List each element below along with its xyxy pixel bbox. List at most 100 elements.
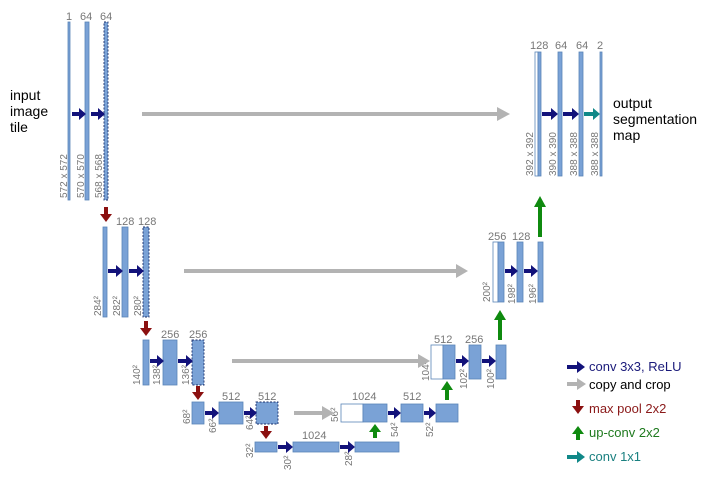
bottleneck: 1024 32² 30² 28² [245,430,400,470]
input-label-line-2: image [10,103,48,119]
conv-arrow-icon [278,441,293,453]
maxpool-arrow-icon [192,386,204,400]
size-label: 200² [482,281,493,302]
feature-map [102,226,108,318]
feature-map [400,403,424,423]
size-label: 282² [112,295,123,316]
level2-decoder: 256 128 200² 198² 196² [482,231,544,304]
feature-map [435,403,459,423]
channel-label: 1 [66,11,72,23]
level1-decoder: 128 64 64 2 392 x 392 390 x 390 388 x 38… [525,40,603,177]
copy-arrow-icon [294,406,334,420]
input-label-line-1: input [10,87,40,103]
size-label: 138² [152,364,163,385]
conv-arrow-icon [567,361,585,373]
channel-label: 512 [222,391,240,403]
copy-arrow-icon [567,382,578,386]
conv-arrow-icon [244,407,257,419]
upconv-arrow-icon [572,426,584,440]
copy-arrow-icon [184,264,468,278]
channel-label: 128 [138,216,156,228]
channel-label: 256 [488,231,506,243]
channel-label: 64 [576,40,588,52]
channel-label: 64 [100,11,112,23]
level4-decoder: 1024 512 56² 54² 52² [330,391,459,437]
size-label: 140² [132,364,143,385]
feature-map [537,51,542,177]
legend: conv 3x3, ReLU copy and crop max pool 2x… [567,359,682,464]
level4-encoder: 512 512 68² 66² 64² [182,391,279,433]
feature-map [362,403,388,423]
size-label: 64² [245,415,256,430]
channel-label: 128 [512,231,530,243]
size-label: 100² [486,368,497,389]
output-label-line-2: segmentation [613,111,697,127]
size-label: 104² [421,360,432,381]
legend-label: conv 3x3, ReLU [589,359,682,374]
size-label: 196² [528,283,539,304]
channel-label: 256 [161,329,179,341]
legend-item-maxpool: max pool 2x2 [572,400,666,416]
maxpool-arrow-icon [260,426,272,439]
conv-arrow-icon [424,407,436,419]
upconv-arrow-icon [494,310,506,340]
upconv-arrows [369,196,546,438]
upconv-arrow-icon [534,196,546,237]
conv-arrow-icon [129,265,144,277]
channel-label: 64 [80,11,92,23]
feature-map-cropped [191,339,205,386]
feature-map-cropped [142,226,150,318]
copy-and-crop-arrows [142,107,510,420]
size-label: 102² [459,368,470,389]
feature-map [497,241,505,303]
level3-decoder: 512 256 104² 102² 100² [421,334,507,389]
conv-arrow-icon [482,355,496,367]
copy-arrow-icon [142,107,510,121]
size-label: 30² [283,455,294,470]
level3-encoder: 256 256 140² 138² 136² [132,329,207,386]
feature-map [84,21,90,201]
size-label: 68² [182,409,193,424]
size-label: 54² [390,422,401,437]
size-label: 66² [208,418,219,433]
conv1x1-arrow-icon [584,108,600,120]
feature-map-copied [492,241,499,303]
feature-map [354,441,400,453]
conv-arrow-icon [91,108,105,120]
size-label: 572 x 572 [59,154,70,198]
conv-arrow-icon [456,355,469,367]
size-label: 570 x 570 [76,154,87,198]
feature-map-cropped [255,401,279,425]
feature-map [218,401,244,425]
size-label: 198² [507,283,518,304]
size-label: 136² [181,364,192,385]
channel-label: 512 [434,334,452,346]
conv-arrow-icon [340,441,355,453]
feature-map [162,339,178,386]
maxpool-arrow-icon [100,207,112,222]
conv-arrow-icon [563,108,579,120]
legend-label: copy and crop [589,377,671,392]
channel-label: 512 [403,391,421,403]
legend-item-upconv: up-conv 2x2 [572,425,660,440]
upconv-arrow-icon [369,424,381,438]
channel-label: 128 [116,216,134,228]
feature-map [121,226,129,318]
legend-item-copy: copy and crop [567,377,671,392]
legend-item-conv: conv 3x3, ReLU [567,359,682,374]
conv1x1-arrow-icon [567,451,585,463]
conv-arrow-icon [505,265,518,277]
conv-arrow-icon [524,265,538,277]
channel-label: 128 [530,40,548,52]
output-label-line-1: output [613,95,652,111]
upconv-arrow-icon [441,381,453,400]
feature-map-copied [430,344,444,380]
size-label: 388 x 388 [590,132,601,176]
size-label: 56² [330,407,341,422]
feature-map [537,241,544,303]
size-label: 52² [425,422,436,437]
feature-map [292,441,340,453]
legend-label: max pool 2x2 [589,401,666,416]
